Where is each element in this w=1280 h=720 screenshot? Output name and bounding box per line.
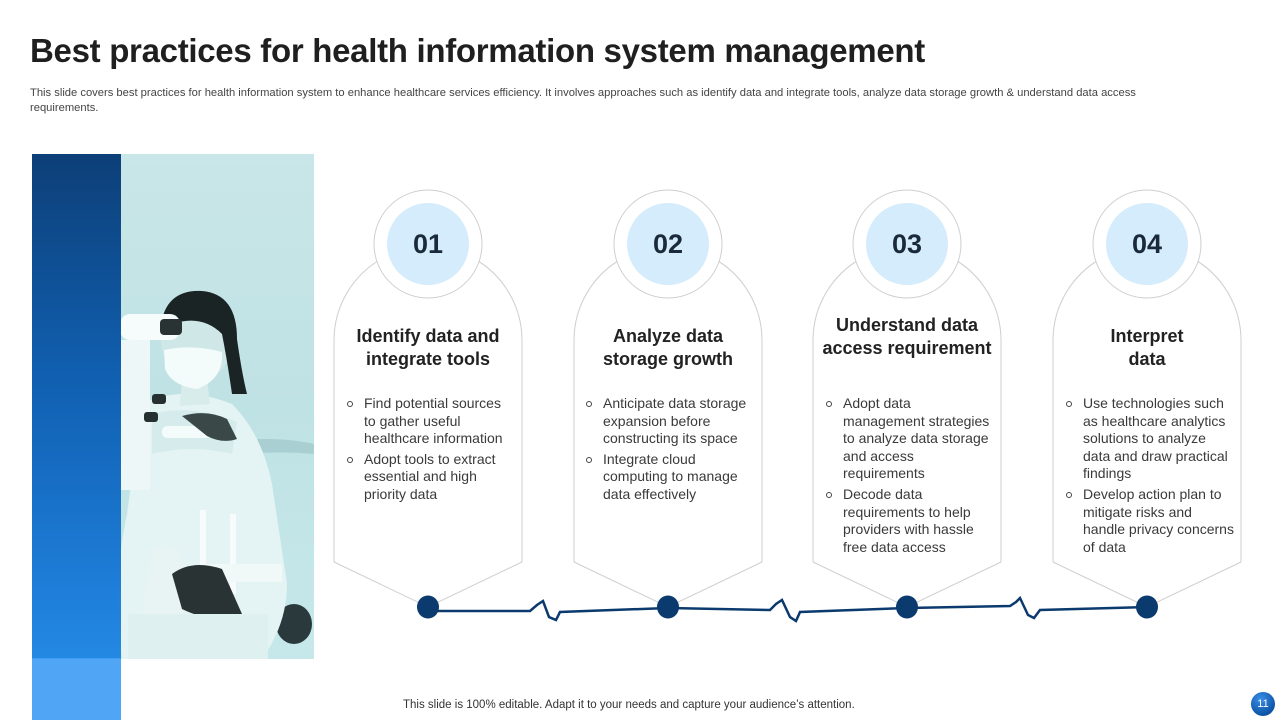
bullet-item: Find potential sources to gather useful … [346,395,516,448]
circle-bullet-icon [1066,491,1072,498]
circle-bullet-icon [1066,401,1072,407]
bullet-item: Decode data requirements to help provide… [825,486,995,556]
step-number-4: 04 [1131,229,1163,259]
step-title-4: Interpret data [1110,326,1184,369]
page-number-badge: 11 [1251,692,1275,716]
step-bullets-1: Find potential sources to gather useful … [346,395,516,507]
step-title-3: Understand data access requirement [822,315,992,358]
step-number-1: 01 [412,229,444,259]
footer-note: This slide is 100% editable. Adapt it to… [403,699,855,711]
bullet-item: Integrate cloud computing to manage data… [585,451,755,504]
step-bullets-4: Use technologies such as healthcare anal… [1065,395,1235,559]
step-number-3: 03 [891,229,923,259]
page-subtitle: This slide covers best practices for hea… [30,87,1136,114]
circle-bullet-icon [826,491,832,498]
page-title: Best practices for health information sy… [30,32,925,69]
circle-bullet-icon [586,401,592,407]
step-number-2: 02 [652,229,684,259]
step-bullets-3: Adopt data management strategies to anal… [825,395,995,559]
bullet-item: Adopt data management strategies to anal… [825,395,995,483]
step-title-2: Analyze data storage growth [602,326,733,369]
bullet-item: Anticipate data storage expansion before… [585,395,755,448]
heartbeat-pulse-icon [428,595,1148,623]
circle-bullet-icon [347,401,353,407]
timeline-nodes [417,595,1158,619]
bullet-item: Adopt tools to extract essential and hig… [346,451,516,504]
photo-placeholder-icon [118,290,314,659]
circle-bullet-icon [586,456,592,463]
bullet-item: Develop action plan to mitigate risks an… [1065,486,1235,556]
circle-bullet-icon [826,401,832,407]
step-bullets-2: Anticipate data storage expansion before… [585,395,755,507]
step-title-1: Identify data and integrate tools [356,326,500,369]
accent-blue-strip [32,154,121,720]
circle-bullet-icon [347,456,353,463]
bullet-item: Use technologies such as healthcare anal… [1065,395,1235,483]
